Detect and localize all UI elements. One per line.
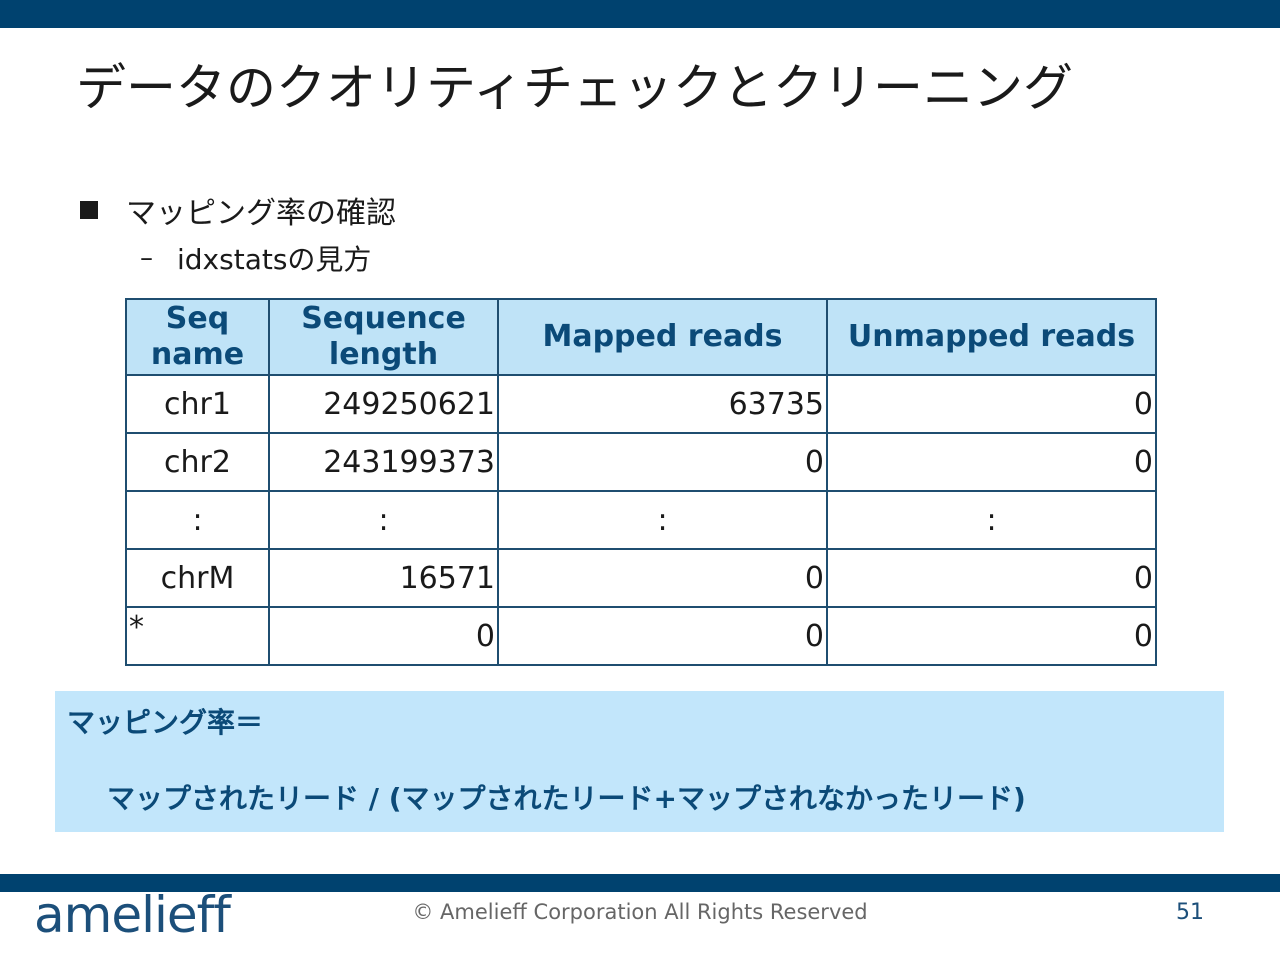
table-row: chr1 249250621 63735 0 (125, 374, 1157, 434)
cell-ellipsis: : (268, 490, 499, 550)
header-mapped-reads: Mapped reads (497, 298, 828, 376)
bullet-level1: マッピング率の確認 (80, 190, 396, 231)
bottom-banner (0, 874, 1280, 892)
cell-ellipsis: : (497, 490, 828, 550)
cell-sequence-length: 16571 (268, 548, 499, 608)
cell-seq-name: chr1 (125, 374, 270, 434)
cell-unmapped-reads: 0 (826, 606, 1157, 666)
copyright-text: © Amelieff Corporation All Rights Reserv… (412, 900, 868, 924)
cell-seq-name: chr2 (125, 432, 270, 492)
formula-expression: マップされたリード / (マップされたリード+マップされなかったリード) (107, 782, 1026, 815)
cell-mapped-reads: 0 (497, 606, 828, 666)
dash-bullet-icon: – (140, 243, 153, 273)
slide-title: データのクオリティチェックとクリーニング (76, 59, 1073, 117)
bullet-level2: – idxstatsの見方 (140, 238, 371, 278)
cell-unmapped-reads: 0 (826, 374, 1157, 434)
cell-seq-name: chrM (125, 548, 270, 608)
cell-mapped-reads: 0 (497, 548, 828, 608)
header-sequence-length: Sequence length (268, 298, 499, 376)
bullet-level2-text: idxstatsの見方 (177, 243, 372, 276)
cell-mapped-reads: 0 (497, 432, 828, 492)
cell-unmapped-reads: 0 (826, 548, 1157, 608)
header-seq-name: Seq name (125, 298, 270, 376)
cell-ellipsis: : (125, 490, 270, 550)
table-row: chr2 243199373 0 0 (125, 432, 1157, 492)
mapping-rate-formula-box: マッピング率＝ マップされたリード / (マップされたリード+マップされなかった… (55, 691, 1224, 832)
cell-sequence-length: 0 (268, 606, 499, 666)
cell-sequence-length: 243199373 (268, 432, 499, 492)
idxstats-table: Seq name Sequence length Mapped reads Un… (125, 298, 1157, 666)
top-banner (0, 0, 1280, 28)
cell-mapped-reads: 63735 (497, 374, 828, 434)
square-bullet-icon (80, 201, 98, 219)
table-row: chrM 16571 0 0 (125, 548, 1157, 608)
table-header-row: Seq name Sequence length Mapped reads Un… (125, 298, 1157, 376)
bullet-level1-text: マッピング率の確認 (126, 196, 396, 231)
cell-unmapped-reads: 0 (826, 432, 1157, 492)
formula-label: マッピング率＝ (67, 706, 264, 739)
cell-sequence-length: 249250621 (268, 374, 499, 434)
table-row: * 0 0 0 (125, 606, 1157, 666)
cell-ellipsis: : (826, 490, 1157, 550)
header-unmapped-reads: Unmapped reads (826, 298, 1157, 376)
cell-seq-name: * (125, 606, 270, 666)
page-number: 51 (1176, 900, 1204, 925)
amelieff-logo: amelieff (34, 886, 231, 944)
table-row-ellipsis: : : : : (125, 490, 1157, 550)
